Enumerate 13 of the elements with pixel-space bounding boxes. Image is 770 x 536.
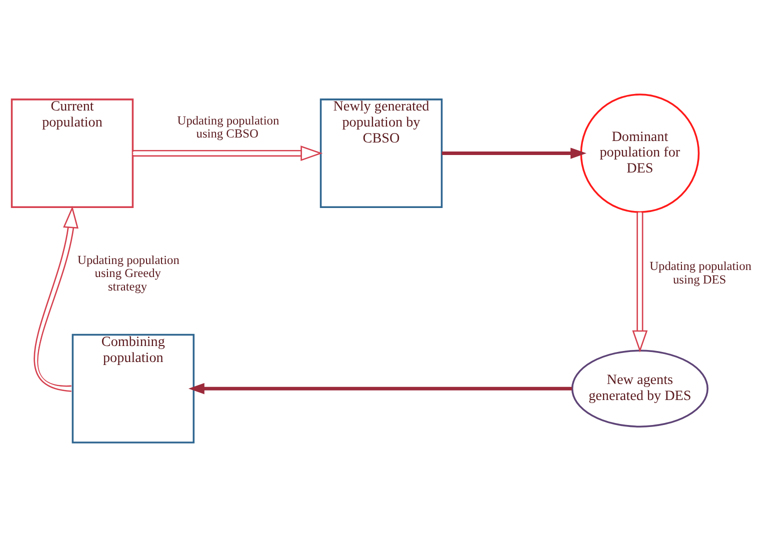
node-circle: Dominant population for DES — [580, 93, 700, 212]
edge-label: Updating population using DES — [650, 258, 752, 286]
node-ellipse: New agents generated by DES — [571, 349, 708, 427]
arrow — [188, 382, 572, 394]
edge-label: Updating population using CBSO — [177, 112, 280, 140]
arrow — [34, 206, 78, 392]
edge-label: Updating population using Greedy strategy — [78, 252, 180, 293]
arrow — [132, 145, 323, 161]
node-box: Newly generated population by CBSO — [320, 98, 443, 208]
arrow — [632, 212, 648, 352]
node-box: Current population — [10, 98, 134, 208]
node-box: Combining population — [72, 333, 195, 443]
arrow — [442, 147, 586, 158]
